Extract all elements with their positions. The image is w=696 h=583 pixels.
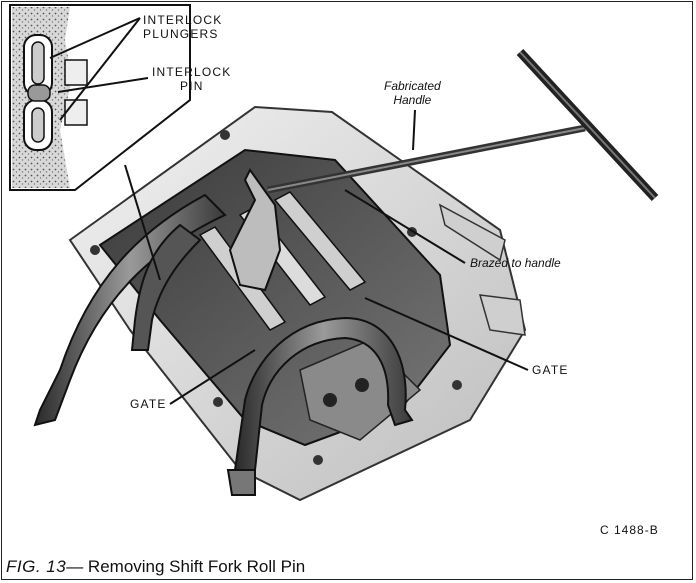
- brazed-to-handle-label: Brazed to handle: [470, 256, 561, 270]
- figure-number: FIG. 13: [6, 557, 67, 576]
- interlock-plungers-label: INTERLOCK PLUNGERS: [143, 13, 223, 41]
- figure-caption: FIG. 13— Removing Shift Fork Roll Pin: [6, 557, 305, 577]
- figure-title: Removing Shift Fork Roll Pin: [87, 557, 306, 576]
- gate-label-left: GATE: [130, 397, 167, 411]
- shift-forks: [33, 168, 414, 496]
- fabricated-handle-label: Fabricated Handle: [384, 79, 441, 107]
- interlock-inset: [9, 4, 191, 191]
- interlock-pin-label: INTERLOCK PIN: [152, 65, 232, 93]
- caption-dash: —: [66, 557, 88, 576]
- fabricated-handle-tool: [267, 48, 659, 202]
- figure-code: C 1488-B: [600, 523, 659, 537]
- gate-label-right: GATE: [532, 363, 569, 377]
- callout-leaders: [49, 17, 529, 405]
